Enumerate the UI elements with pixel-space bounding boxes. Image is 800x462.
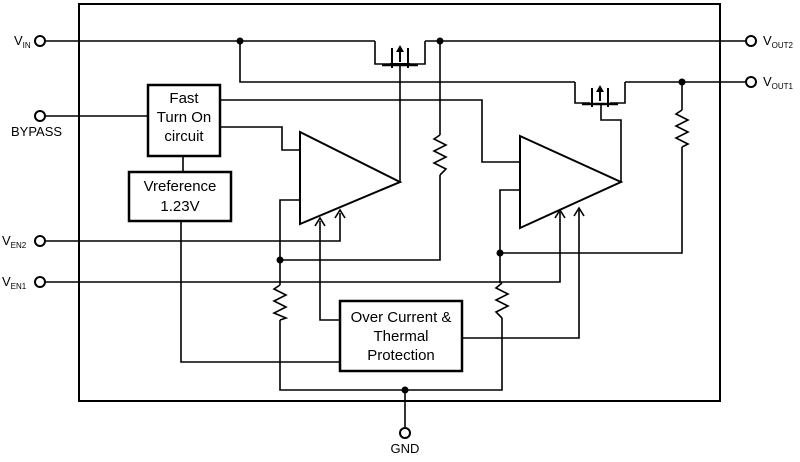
vout2-label: VOUT2 [763,33,794,50]
vreference-block [127,170,233,223]
error-amplifier-1 [299,130,403,226]
fast-turn-on-line3: circuit [164,128,204,145]
bypass-label: BYPASS [11,124,62,139]
protection-line2: Thermal [373,328,428,345]
resistor-amp2-divider [494,282,510,319]
gnd-label: GND [391,441,420,456]
protection-line3: Protection [367,347,435,364]
protection-line1: Over Current & [351,309,452,326]
error-amplifier-2 [519,134,624,230]
fast-turn-on-line2: Turn On [157,109,211,126]
protection-block [338,299,464,373]
pass-transistor-1 [374,41,426,68]
pass-transistor-2 [574,82,626,107]
pin-terminals [34,35,757,439]
vreference-line1: Vreference [144,178,217,195]
fast-turn-on-line1: Fast [169,90,199,107]
input-arrows [314,206,585,227]
ven1-label: VEN1 [2,274,27,291]
ven2-label: VEN2 [2,233,27,250]
wiring [46,40,745,427]
resistor-amp1-divider [272,284,289,321]
vout1-label: VOUT1 [763,74,794,91]
vin-label: VIN [14,33,31,50]
resistor-vout2 [432,134,448,176]
chip-outline [78,3,721,402]
vreference-line2: 1.23V [160,198,199,215]
resistor-vout1 [674,109,690,148]
fast-turn-on-block [146,83,222,158]
junction-dots [236,37,686,394]
